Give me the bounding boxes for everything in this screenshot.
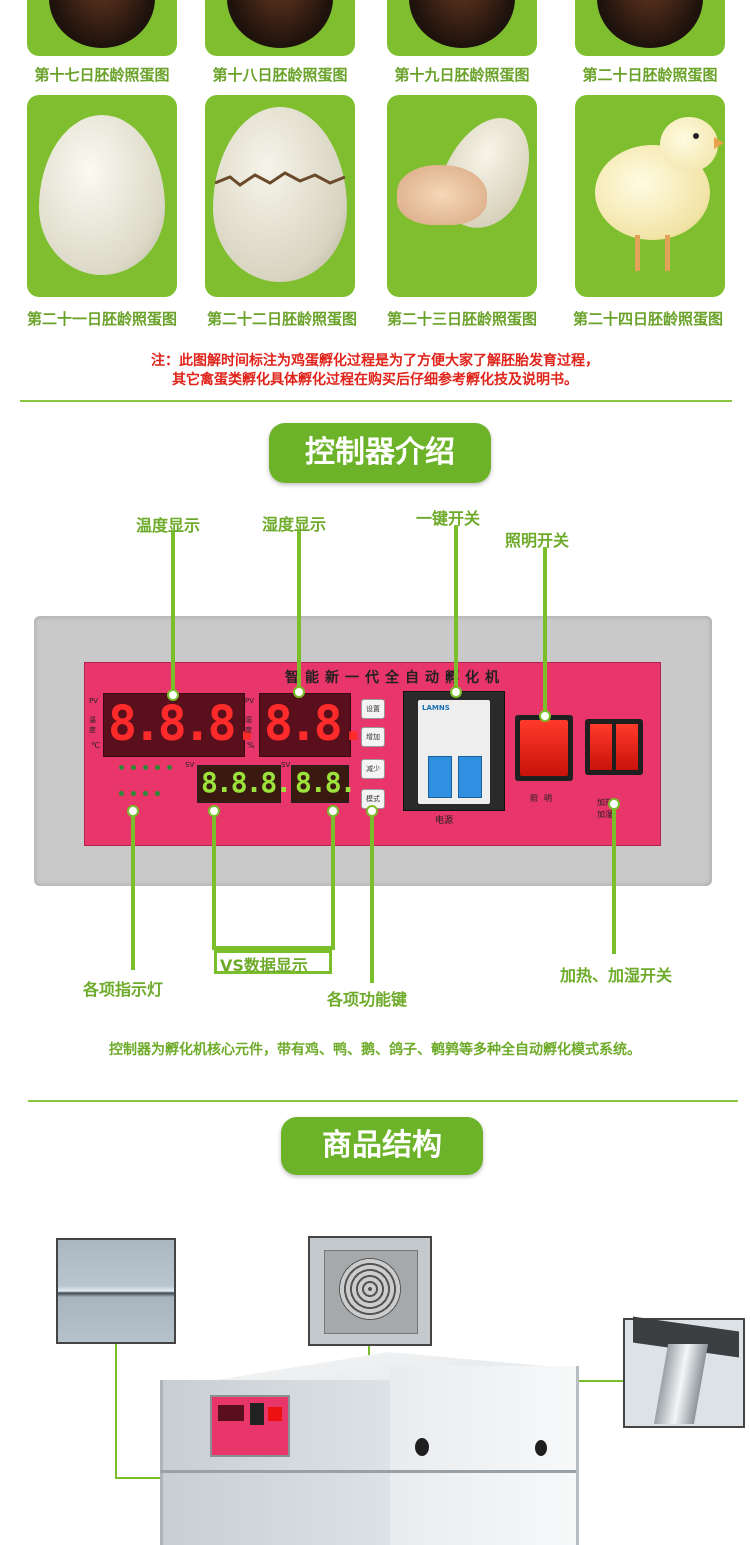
callout-line-power xyxy=(454,525,458,689)
power-breaker[interactable]: LAMNS xyxy=(403,691,505,811)
sv-label-2: SV xyxy=(281,761,291,769)
stage-caption: 第二十二日胚龄照蛋图 xyxy=(206,310,357,328)
sv-label: SV xyxy=(185,761,195,769)
vent-hole-left xyxy=(415,1438,429,1456)
callout-line-fan xyxy=(368,1346,370,1362)
decrease-button[interactable]: 减少 xyxy=(361,759,385,779)
humid-unit: % xyxy=(247,741,255,750)
sv-humid-readout: 8.8. xyxy=(295,766,356,799)
hatchling xyxy=(397,165,487,225)
sv-humid-display: 8.8. xyxy=(291,765,356,803)
label-function-keys: 各项功能键 xyxy=(327,990,408,1009)
label-vs-display: VS数据显示 xyxy=(220,956,308,975)
pv-label-2: PV xyxy=(245,697,255,705)
temp-display: 8.8.8. xyxy=(103,693,261,757)
section-title-structure: 商品结构 xyxy=(281,1117,483,1175)
callout-line-sv-temp xyxy=(212,815,216,950)
note-line-2: 其它禽蛋类孵化具体孵化过程在购买后仔细参考孵化技及说明书。 xyxy=(172,372,578,388)
callout-line-temp xyxy=(171,532,175,692)
stage-card-23 xyxy=(387,95,537,297)
stage-caption: 第二十一日胚龄照蛋图 xyxy=(26,310,177,328)
divider xyxy=(20,400,732,402)
callout-line-sv-humid xyxy=(331,815,335,950)
divider xyxy=(28,1100,738,1102)
controller-description: 控制器为孵化机核心元件，带有鸡、鸭、鹅、鸽子、鹌鹑等多种全自动孵化模式系统。 xyxy=(109,1042,641,1058)
fan-detail xyxy=(308,1236,432,1346)
stage-caption: 第二十四日胚龄照蛋图 xyxy=(572,310,723,328)
stage-card-22 xyxy=(205,95,355,297)
callout-line-seal-h xyxy=(115,1477,165,1479)
vent-hole-right xyxy=(535,1440,547,1456)
corner-detail xyxy=(623,1316,745,1428)
sv-temp-readout: 8.8.8. xyxy=(201,766,292,799)
set-button[interactable]: 设置 xyxy=(361,699,385,719)
label-one-key-switch: 一键开关 xyxy=(416,509,481,528)
stage-caption: 第十八日胚龄照蛋图 xyxy=(212,66,348,84)
stage-caption: 第十九日胚龄照蛋图 xyxy=(394,66,530,84)
stage-card-24 xyxy=(575,95,725,297)
heat-label: 加热 xyxy=(597,798,613,807)
callout-line-function-keys xyxy=(370,815,374,983)
indicator-lights xyxy=(115,763,185,807)
note-line-1: 注：此图解时间标注为鸡蛋孵化过程是为了方便大家了解胚胎发育过程， xyxy=(151,353,599,369)
vs-label-box xyxy=(214,950,332,974)
callout-dot-temp xyxy=(167,689,179,701)
humid-side-label: 湿度 xyxy=(245,716,252,734)
callout-line-indicators xyxy=(131,815,135,970)
callout-line-heat-humid xyxy=(612,808,616,954)
callout-line-light xyxy=(543,547,547,715)
stage-caption: 第十七日胚龄照蛋图 xyxy=(34,66,170,84)
crack-line xyxy=(215,171,345,187)
temp-unit: ℃ xyxy=(91,741,100,750)
breaker-brand: LAMNS xyxy=(422,704,450,712)
breaker-toggle-left[interactable] xyxy=(428,756,452,798)
humidity-display: 8.8. xyxy=(259,693,368,757)
breaker-toggle-right[interactable] xyxy=(458,756,482,798)
temp-side-label: 温度 xyxy=(89,716,96,734)
power-label: 电源 xyxy=(435,816,454,826)
callout-line-corner xyxy=(577,1380,623,1382)
light-label: 照明 xyxy=(530,794,558,803)
stage-caption: 第二十三日胚龄照蛋图 xyxy=(386,310,537,328)
mini-controller xyxy=(210,1395,290,1457)
callout-dot-light xyxy=(539,710,551,722)
callout-line-seal xyxy=(115,1344,117,1478)
label-indicators: 各项指示灯 xyxy=(83,980,164,999)
temp-readout: 8.8.8. xyxy=(108,696,261,752)
callout-line-humidity xyxy=(297,531,301,689)
chick-head xyxy=(660,117,718,172)
label-heat-humid-switch: 加热、加湿开关 xyxy=(560,966,673,985)
heat-humid-switches[interactable] xyxy=(585,719,643,775)
controller-panel: 智能新一代全自动孵化机 PV 温度 ℃ 8.8.8. PV 湿度 % 8.8. … xyxy=(84,662,661,846)
sv-temp-display: 8.8.8. xyxy=(197,765,292,803)
label-humidity-display: 湿度显示 xyxy=(262,515,327,534)
light-switch[interactable] xyxy=(515,715,573,781)
incubator-side xyxy=(390,1366,579,1545)
panel-brand-title: 智能新一代全自动孵化机 xyxy=(285,670,505,686)
humid-readout: 8.8. xyxy=(264,696,368,752)
increase-button[interactable]: 增加 xyxy=(361,727,385,747)
heat-switch[interactable] xyxy=(590,724,612,770)
stage-card-18 xyxy=(205,0,355,56)
pv-label: PV xyxy=(89,697,99,705)
callout-bracket-vs xyxy=(212,946,335,950)
humid-switch[interactable] xyxy=(616,724,638,770)
stage-card-20 xyxy=(575,0,725,56)
humid-label: 加湿 xyxy=(597,810,613,819)
label-light-switch: 照明开关 xyxy=(505,531,570,550)
stage-card-19 xyxy=(387,0,537,56)
stage-caption: 第二十日胚龄照蛋图 xyxy=(582,66,718,84)
callout-dot-humidity xyxy=(293,686,305,698)
incubator-seam xyxy=(160,1470,576,1473)
stage-card-17 xyxy=(27,0,177,56)
stage-card-21 xyxy=(27,95,177,297)
door-seal-detail xyxy=(56,1238,176,1344)
label-temp-display: 温度显示 xyxy=(136,516,201,535)
section-title-controller: 控制器介绍 xyxy=(269,423,491,483)
callout-dot-power xyxy=(450,686,462,698)
fan-icon xyxy=(339,1258,401,1320)
